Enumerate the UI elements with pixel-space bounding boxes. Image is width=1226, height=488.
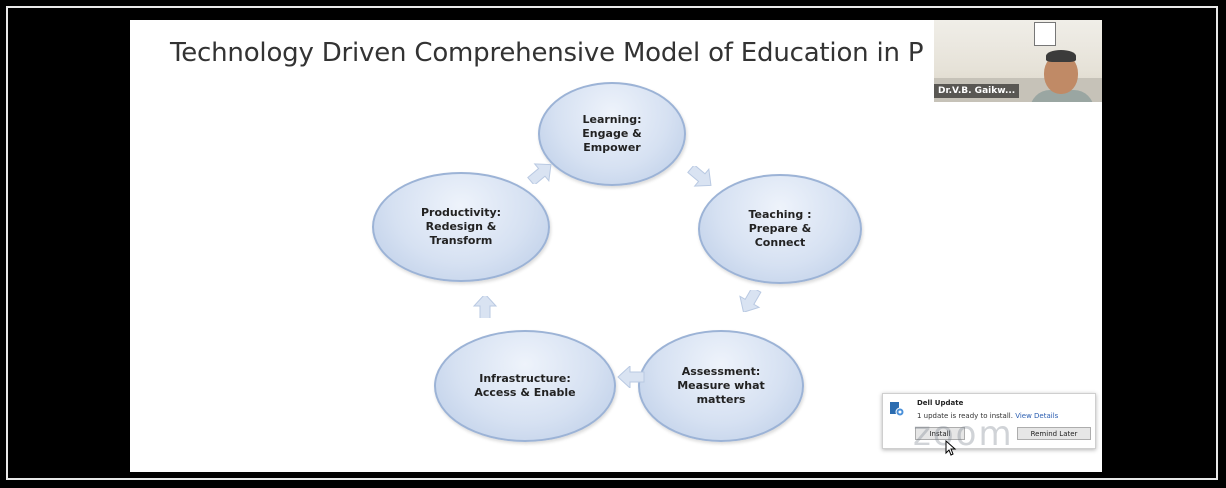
notification-text: 1 update is ready to install. — [917, 412, 1013, 420]
node-learning: Learning: Engage & Empower — [538, 82, 686, 186]
node-assessment-label: Assessment: Measure what matters — [677, 365, 765, 406]
node-learning-label: Learning: Engage & Empower — [582, 113, 642, 154]
node-teaching: Teaching : Prepare & Connect — [698, 174, 862, 284]
node-infrastructure: Infrastructure: Access & Enable — [434, 330, 616, 442]
node-teaching-label: Teaching : Prepare & Connect — [748, 208, 812, 249]
arrow-infrastructure-to-productivity — [472, 296, 498, 318]
wall-frame — [1034, 22, 1056, 46]
participant-name: Dr.V.B. Gaikw... — [934, 84, 1020, 98]
participant-hair — [1046, 50, 1076, 62]
participant-video[interactable]: Dr.V.B. Gaikw... — [934, 20, 1102, 102]
node-productivity-label: Productivity: Redesign & Transform — [420, 206, 502, 247]
notification-message: 1 update is ready to install. View Detai… — [917, 412, 1058, 420]
node-assessment: Assessment: Measure what matters — [638, 330, 804, 442]
arrow-productivity-to-learning — [527, 163, 552, 184]
install-button[interactable]: Install — [915, 427, 965, 440]
node-infrastructure-label: Infrastructure: Access & Enable — [474, 372, 576, 399]
arrow-assessment-to-infrastructure — [617, 366, 645, 388]
remind-later-button[interactable]: Remind Later — [1017, 427, 1091, 440]
dell-update-notification[interactable]: Dell Update 1 update is ready to install… — [882, 393, 1096, 449]
arrow-teaching-to-assessment — [739, 290, 762, 312]
slide-title: Technology Driven Comprehensive Model of… — [170, 38, 924, 68]
screen-frame — [6, 6, 1218, 480]
arrow-learning-to-teaching — [687, 166, 712, 187]
participant-body — [1030, 90, 1094, 102]
dell-update-icon — [890, 402, 905, 417]
view-details-link[interactable]: View Details — [1015, 412, 1059, 420]
notification-title: Dell Update — [917, 399, 964, 407]
node-productivity: Productivity: Redesign & Transform — [372, 172, 550, 282]
mouse-cursor-icon — [945, 440, 957, 456]
